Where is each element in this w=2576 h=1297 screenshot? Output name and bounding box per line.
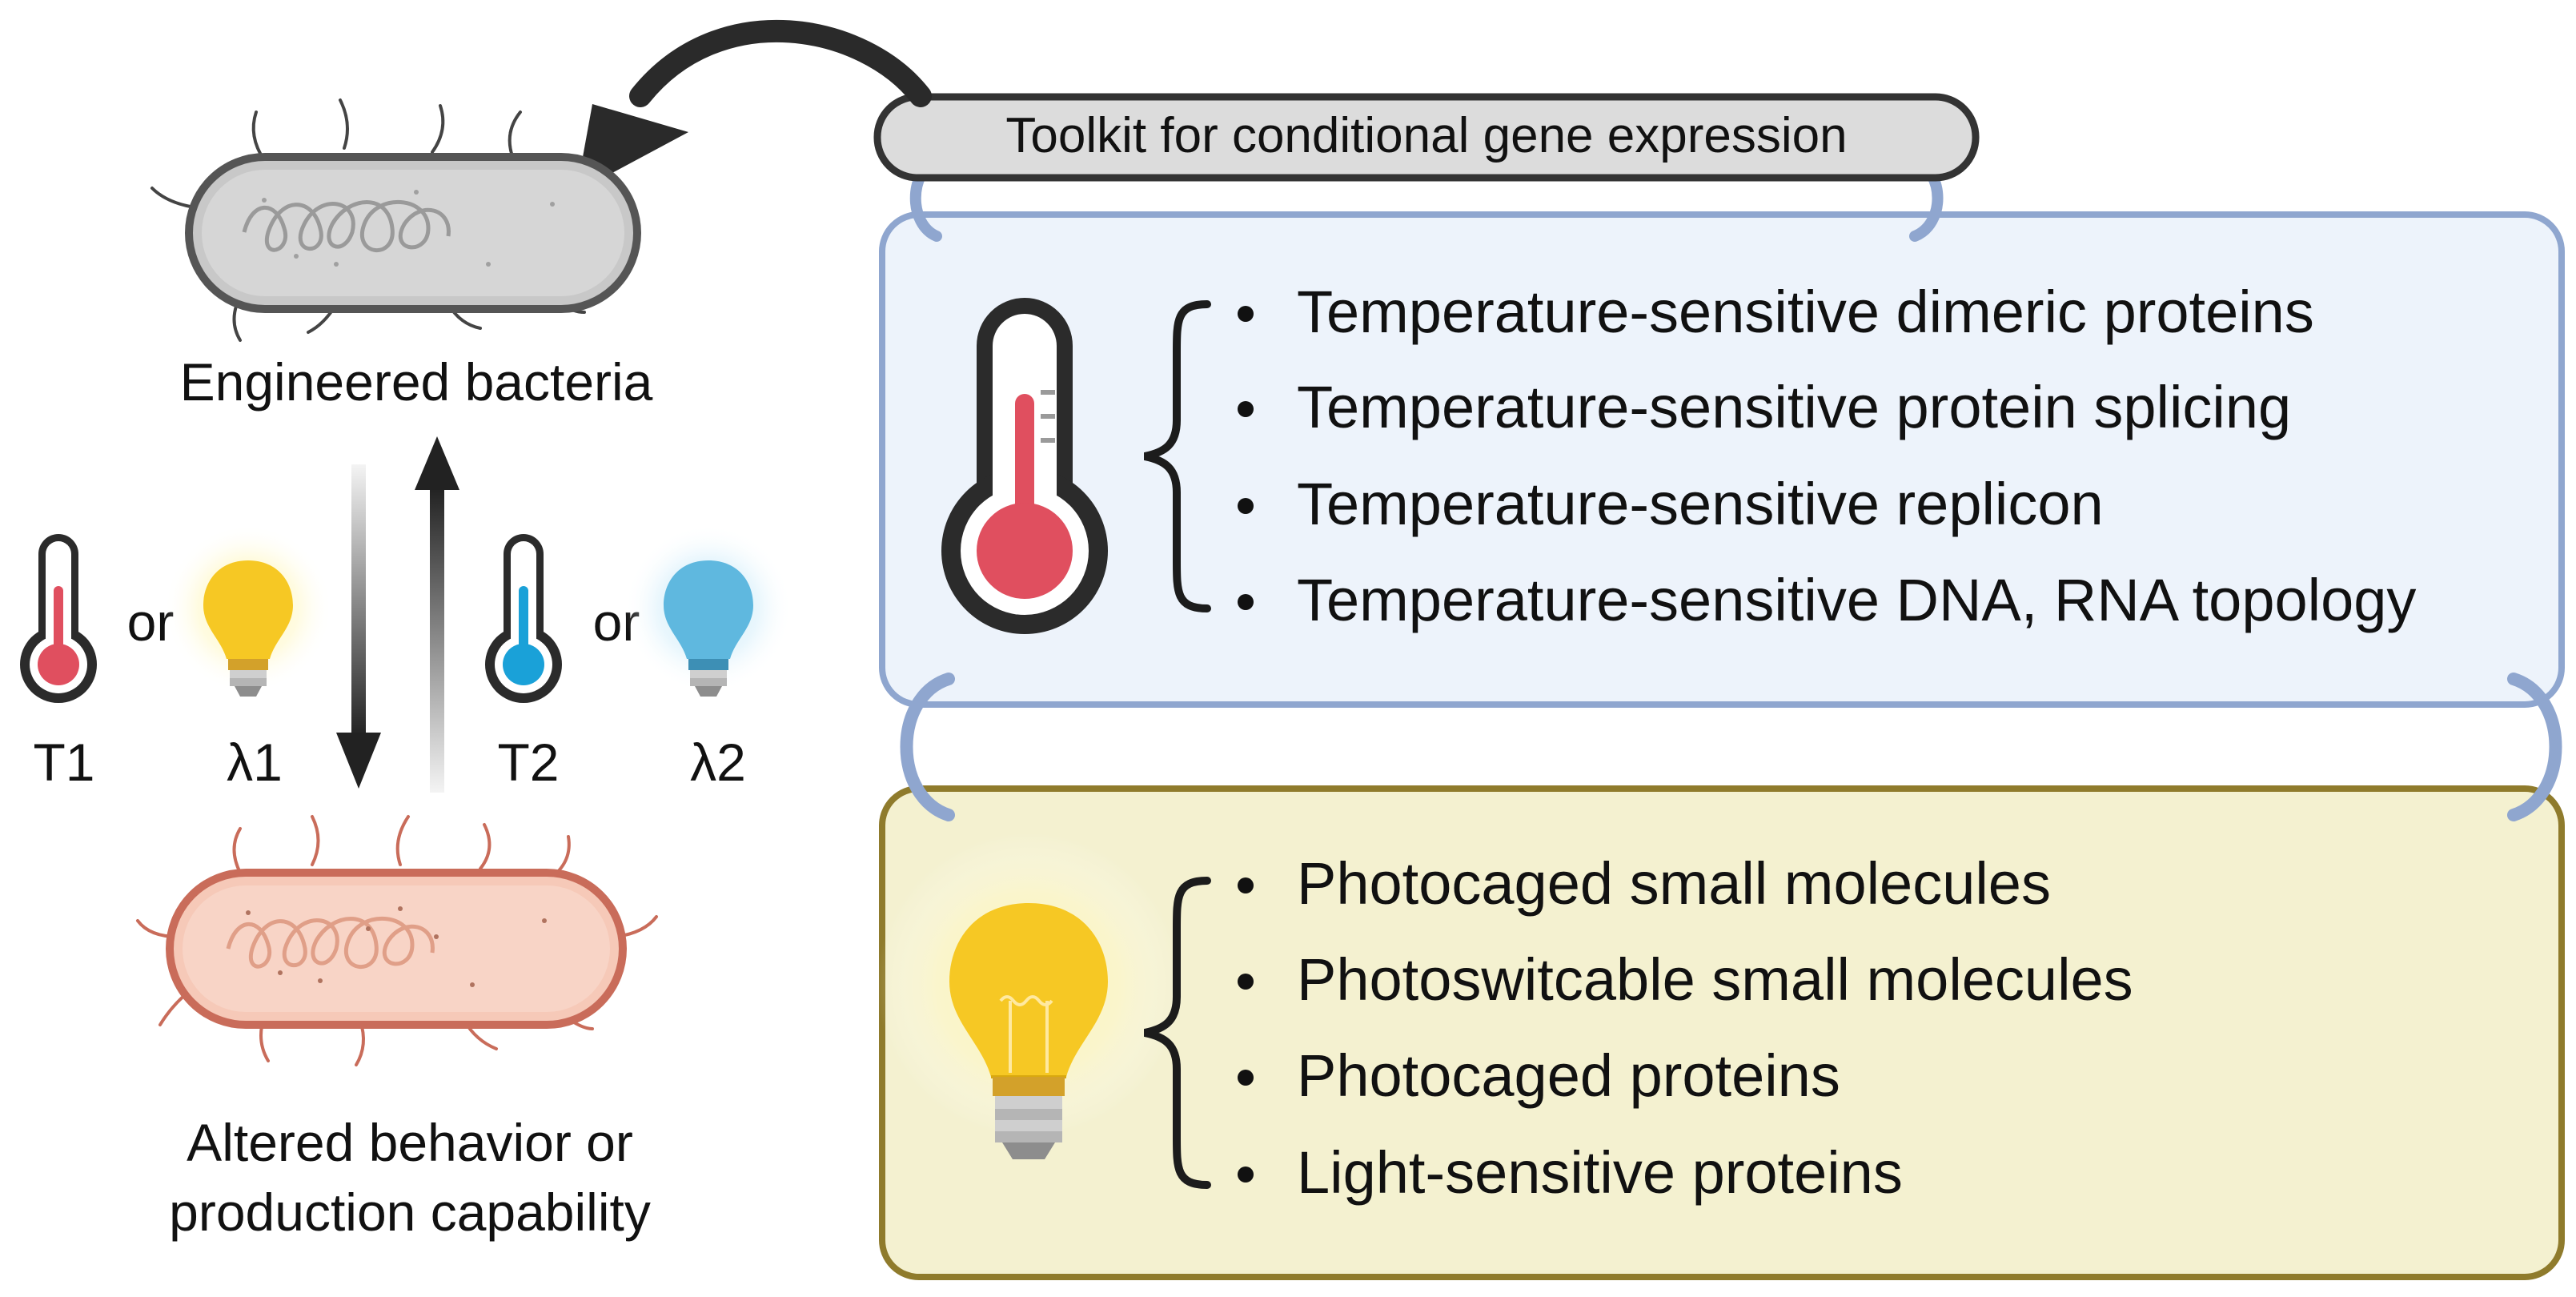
light-bulb-icon <box>877 833 1181 1159</box>
light-brace <box>1143 877 1211 1189</box>
altered-bacteria-label-line1: Altered behavior or <box>187 1113 633 1172</box>
temperature-item: Temperature-sensitive DNA, RNA topology <box>1297 567 2416 633</box>
light-item: Photocaged proteins <box>1297 1042 1840 1109</box>
temperature-item: Temperature-sensitive replicon <box>1297 471 2104 537</box>
light-item: Light-sensitive proteins <box>1297 1139 1903 1206</box>
light-item: Photocaged small molecules <box>1297 850 2051 917</box>
altered-bacteria-icon <box>136 815 658 1066</box>
up-arrow <box>415 436 459 793</box>
lambda1-label: λ1 <box>227 733 283 792</box>
temperature-item: Temperature-sensitive protein splicing <box>1297 374 2291 440</box>
temperature-list: Temperature-sensitive dimeric proteins T… <box>1238 279 2416 633</box>
light-bullet <box>1238 1070 1254 1086</box>
light-panel <box>879 785 2565 1280</box>
temperature-brace <box>1143 300 1211 612</box>
temperature-panel <box>879 211 2565 708</box>
thermometer-icon <box>941 298 1108 634</box>
temperature-bullet <box>1238 401 1254 417</box>
toolkit-to-bacteria-arrow <box>576 19 932 192</box>
lambda2-label: λ2 <box>690 733 746 792</box>
temperature-bullet <box>1238 498 1254 514</box>
light-item: Photoswitcable small molecules <box>1297 946 2133 1013</box>
engineered-bacteria-label: Engineered bacteria <box>180 352 653 412</box>
light-bullet <box>1238 974 1254 990</box>
temperature-item: Temperature-sensitive dimeric proteins <box>1297 279 2314 345</box>
toolkit-banner <box>873 93 1980 182</box>
light-bullet <box>1238 877 1254 893</box>
t2-label: T2 <box>497 733 559 792</box>
lambda1-bulb-icon <box>164 524 332 697</box>
t1-label: T1 <box>33 733 94 792</box>
t1-thermometer-icon <box>20 534 97 703</box>
engineered-bacteria-icon <box>150 98 641 342</box>
temperature-bullet <box>1238 594 1254 610</box>
panel-rings <box>900 673 2562 821</box>
down-arrow <box>336 464 381 789</box>
t2-thermometer-icon <box>485 534 562 703</box>
light-bullet <box>1238 1166 1254 1183</box>
altered-bacteria-label-line2: production capability <box>169 1183 651 1242</box>
toolkit-banner-label: Toolkit for conditional gene expression <box>1005 108 1847 163</box>
lambda2-bulb-icon <box>624 524 792 697</box>
light-list: Photocaged small molecules Photoswitcabl… <box>1238 850 2133 1206</box>
temperature-bullet <box>1238 306 1254 322</box>
